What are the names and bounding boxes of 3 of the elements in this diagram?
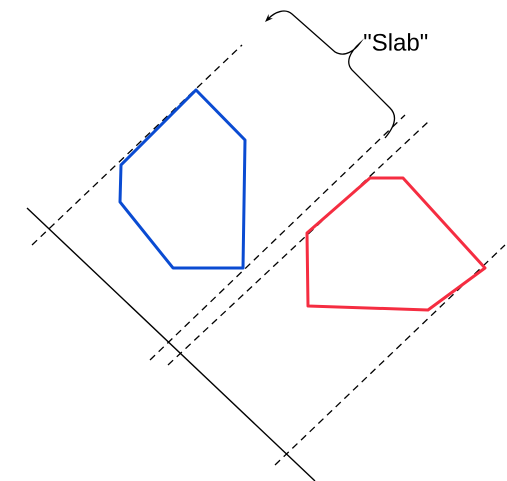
slab-label: "Slab" — [364, 33, 428, 51]
polygon — [118, 88, 246, 270]
polygon — [306, 176, 486, 312]
